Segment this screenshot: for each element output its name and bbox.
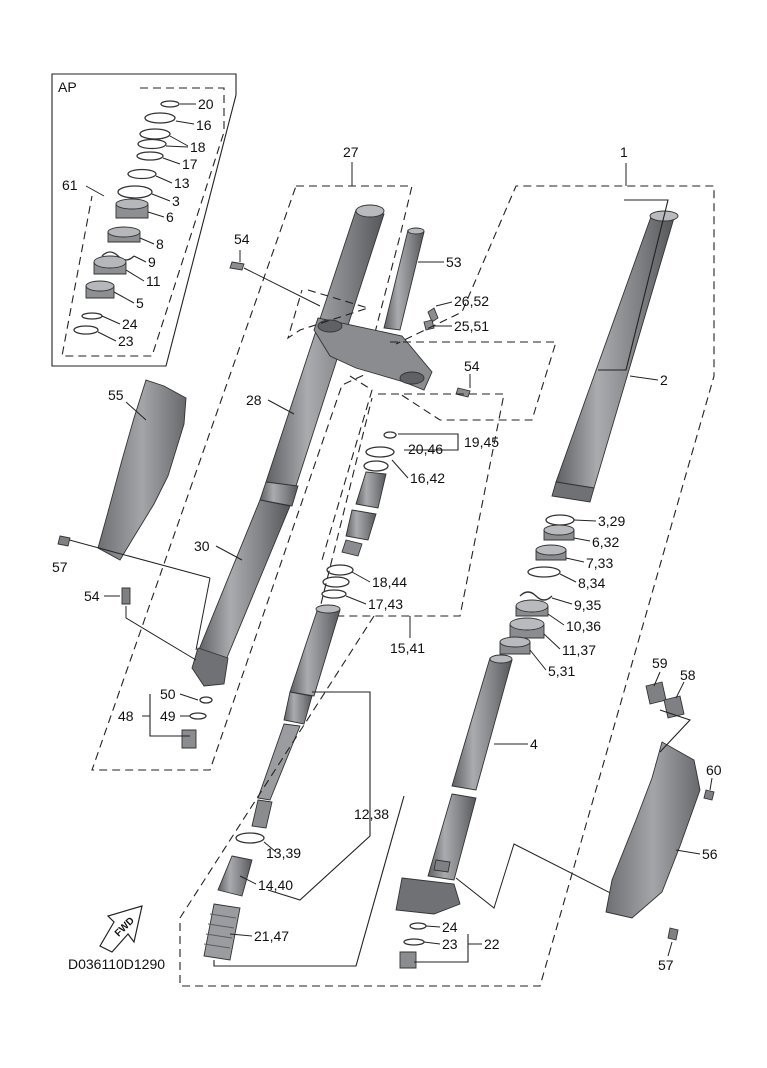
callout-15-41: 15,41 (390, 640, 425, 656)
callout-6-32: 6,32 (592, 534, 619, 550)
callout-ap6: 6 (166, 209, 174, 225)
callout-57b: 57 (658, 957, 674, 973)
callout-55: 55 (108, 387, 124, 403)
callout-17-43: 17,43 (368, 596, 403, 612)
ap-parts (73, 100, 180, 335)
callout-9-35: 9,35 (574, 597, 601, 613)
callout-7-33: 7,33 (586, 555, 613, 571)
fork-guard-left (57, 379, 213, 749)
callout-ap24: 24 (122, 316, 138, 332)
diagram-code: D036110D1290 (68, 956, 165, 972)
callout-5-31: 5,31 (548, 663, 575, 679)
callout-50: 50 (160, 686, 176, 702)
callout-ap13: 13 (174, 175, 190, 191)
callout-ap20: 20 (198, 96, 214, 112)
callout-13-39: 13,39 (266, 845, 301, 861)
callout-26-52: 26,52 (454, 293, 489, 309)
callout-18-44: 18,44 (372, 574, 407, 590)
fork-guard-right (605, 681, 715, 941)
callout-23b: 23 (442, 936, 458, 952)
callout-20-46: 20,46 (408, 441, 443, 457)
callout-11-37: 11,37 (562, 642, 596, 658)
callout-ap61: 61 (62, 177, 78, 193)
outer-tube-assembly: 1 (395, 144, 679, 969)
callout-54b: 54 (464, 358, 480, 374)
callout-ap18: 18 (190, 139, 206, 155)
ap-label: AP (58, 79, 77, 95)
callout-ap17: 17 (182, 156, 198, 172)
callout-25-51: 25,51 (454, 318, 489, 334)
callout-8-34: 8,34 (578, 575, 605, 591)
callout-ap5: 5 (136, 295, 144, 311)
callout-16-42: 16,42 (410, 470, 445, 486)
callout-ap9: 9 (148, 254, 156, 270)
callout-3-29: 3,29 (598, 513, 625, 529)
callout-53: 53 (446, 254, 462, 270)
callout-28: 28 (246, 392, 262, 408)
callout-56: 56 (702, 846, 718, 862)
callout-57a: 57 (52, 559, 68, 575)
callout-10-36: 10,36 (566, 618, 601, 634)
callout-58: 58 (680, 667, 696, 683)
callout-21-47: 21,47 (254, 928, 289, 944)
ap-callouts: 20 16 18 17 13 3 6 8 9 11 5 24 23 61 (62, 96, 214, 349)
callout-ap8: 8 (156, 236, 164, 252)
callout-22: 22 (484, 936, 500, 952)
callout-60: 60 (706, 762, 722, 778)
callout-14-40: 14,40 (258, 877, 293, 893)
callout-ap16: 16 (196, 117, 212, 133)
ap-kit-box: AP 20 16 18 17 13 3 6 8 9 (51, 73, 237, 367)
callout-54a: 54 (234, 231, 250, 247)
callout-ap3: 3 (172, 193, 180, 209)
callout-59: 59 (652, 655, 668, 671)
callout-48: 48 (118, 708, 134, 724)
callout-24b: 24 (442, 919, 458, 935)
callout-ap23: 23 (118, 333, 134, 349)
fwd-arrow-icon: FWD (99, 905, 143, 953)
callouts: 2 3,29 6,32 7,33 8,34 9,35 10,36 11,37 5… (52, 231, 722, 973)
callout-ap11: 11 (146, 273, 161, 289)
callout-49: 49 (160, 708, 176, 724)
callout-1: 1 (620, 144, 628, 160)
callout-19-45: 19,45 (464, 434, 499, 450)
callout-27: 27 (343, 144, 359, 160)
callout-2: 2 (660, 372, 668, 388)
callout-4: 4 (530, 736, 538, 752)
callout-12-38: 12,38 (354, 806, 389, 822)
callout-54c: 54 (84, 588, 100, 604)
inner-tube-assembly: 27 (91, 144, 715, 987)
callout-30: 30 (194, 538, 210, 554)
